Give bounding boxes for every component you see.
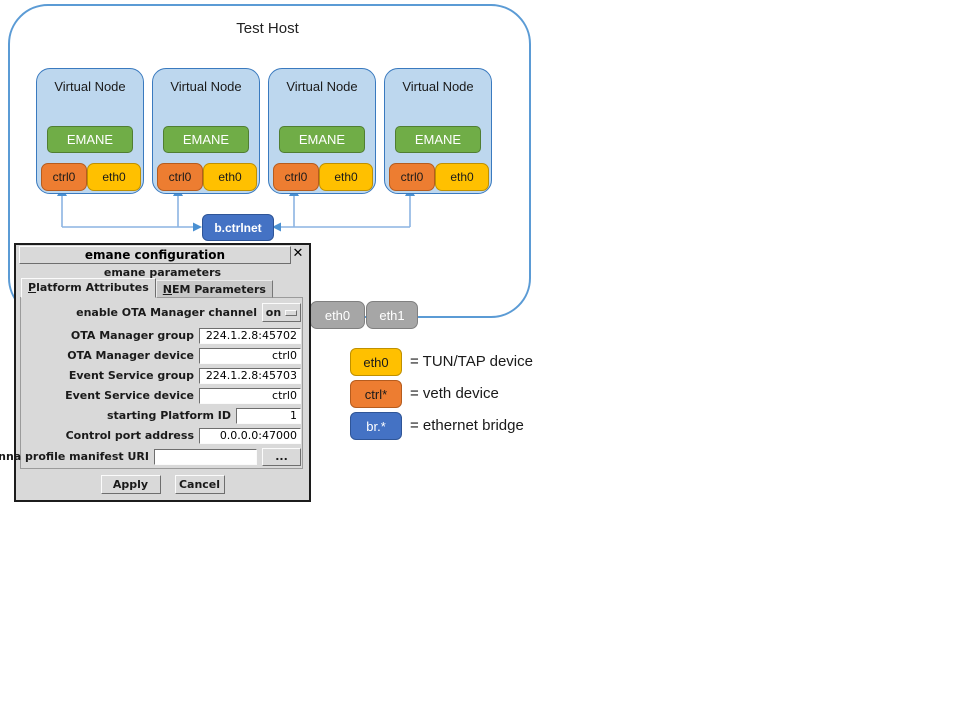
dropdown-value: on bbox=[265, 306, 282, 319]
ota-group-input[interactable] bbox=[199, 327, 301, 344]
tab-label-part: latform Attributes bbox=[36, 281, 149, 294]
legend-bridge-text: = ethernet bridge bbox=[410, 416, 524, 434]
ctrl0-port: ctrl0 bbox=[157, 163, 203, 191]
ota-device-input[interactable] bbox=[199, 347, 301, 364]
row-platform-id: starting Platform ID bbox=[107, 407, 301, 424]
tab-label-part: N bbox=[162, 283, 172, 296]
row-event-device: Event Service device bbox=[65, 387, 301, 404]
dialog-subtitle: emane parameters bbox=[103, 266, 222, 279]
emane-configuration-dialog: emane configuration ✕ emane parameters P… bbox=[0, 243, 311, 502]
tab-platform-attributes[interactable]: Platform Attributes bbox=[21, 278, 156, 298]
field-label: Control port address bbox=[65, 429, 194, 442]
field-label: Event Service group bbox=[68, 369, 194, 382]
dialog-titlebar[interactable]: emane configuration bbox=[19, 246, 291, 264]
ctrl0-port: ctrl0 bbox=[41, 163, 87, 191]
field-label: Event Service device bbox=[65, 389, 194, 402]
test-host-title: Test Host bbox=[236, 20, 299, 37]
emane-box: EMANE bbox=[163, 126, 249, 153]
emane-box: EMANE bbox=[279, 126, 365, 153]
row-ota-group: OTA Manager group bbox=[71, 327, 301, 344]
virtual-node-3: Virtual Node EMANE ctrl0 eth0 bbox=[268, 68, 376, 194]
legend-bridge-box: br.* bbox=[350, 412, 402, 440]
virtual-node-1: Virtual Node EMANE ctrl0 eth0 bbox=[36, 68, 144, 194]
event-device-input[interactable] bbox=[199, 387, 301, 404]
virtual-node-title: Virtual Node bbox=[54, 79, 126, 94]
eth0-port: eth0 bbox=[203, 163, 257, 191]
host-eth1: eth1 bbox=[366, 301, 418, 329]
row-control-port: Control port address bbox=[66, 427, 301, 444]
legend-veth-box: ctrl* bbox=[350, 380, 402, 408]
row-ota-enable: enable OTA Manager channel on bbox=[76, 303, 301, 322]
host-eth0: eth0 bbox=[310, 301, 365, 329]
browse-button[interactable]: ... bbox=[262, 447, 301, 466]
ctrlnet-bridge: b.ctrlnet bbox=[202, 214, 274, 241]
legend-tuntap-text: = TUN/TAP device bbox=[410, 352, 533, 370]
ctrl0-port: ctrl0 bbox=[273, 163, 319, 191]
antenna-profile-input[interactable] bbox=[154, 448, 257, 465]
ctrl0-port: ctrl0 bbox=[389, 163, 435, 191]
tab-label-part: EM Parameters bbox=[172, 283, 266, 296]
virtual-node-title: Virtual Node bbox=[170, 79, 242, 94]
tab-bar: Platform Attributes NEM Parameters bbox=[21, 278, 273, 298]
row-ota-device: OTA Manager device bbox=[67, 347, 301, 364]
virtual-node-title: Virtual Node bbox=[402, 79, 474, 94]
eth0-port: eth0 bbox=[87, 163, 141, 191]
eth0-port: eth0 bbox=[319, 163, 373, 191]
row-event-group: Event Service group bbox=[69, 367, 301, 384]
field-label: antenna profile manifest URI bbox=[0, 450, 149, 463]
emane-box: EMANE bbox=[47, 126, 133, 153]
ota-enable-dropdown[interactable]: on bbox=[262, 303, 301, 322]
field-label: starting Platform ID bbox=[106, 409, 231, 422]
emane-box: EMANE bbox=[395, 126, 481, 153]
virtual-node-2: Virtual Node EMANE ctrl0 eth0 bbox=[152, 68, 260, 194]
optionmenu-indicator-icon bbox=[285, 309, 298, 316]
field-label: OTA Manager device bbox=[67, 349, 194, 362]
field-label: OTA Manager group bbox=[70, 329, 194, 342]
tab-label-part: P bbox=[28, 281, 37, 294]
dialog-buttons: Apply Cancel bbox=[16, 475, 309, 494]
event-group-input[interactable] bbox=[199, 367, 301, 384]
legend-tuntap-box: eth0 bbox=[350, 348, 402, 376]
field-label: enable OTA Manager channel bbox=[76, 306, 257, 319]
close-icon[interactable]: ✕ bbox=[292, 246, 304, 261]
virtual-node-title: Virtual Node bbox=[286, 79, 358, 94]
eth0-port: eth0 bbox=[435, 163, 489, 191]
apply-button[interactable]: Apply bbox=[100, 475, 161, 494]
tab-nem-parameters[interactable]: NEM Parameters bbox=[155, 280, 273, 298]
virtual-node-4: Virtual Node EMANE ctrl0 eth0 bbox=[384, 68, 492, 194]
row-antenna-profile: antenna profile manifest URI ... bbox=[0, 447, 301, 466]
platform-id-input[interactable] bbox=[236, 407, 301, 424]
cancel-button[interactable]: Cancel bbox=[174, 475, 225, 494]
legend-veth-text: = veth device bbox=[410, 384, 499, 402]
control-port-input[interactable] bbox=[199, 427, 301, 444]
